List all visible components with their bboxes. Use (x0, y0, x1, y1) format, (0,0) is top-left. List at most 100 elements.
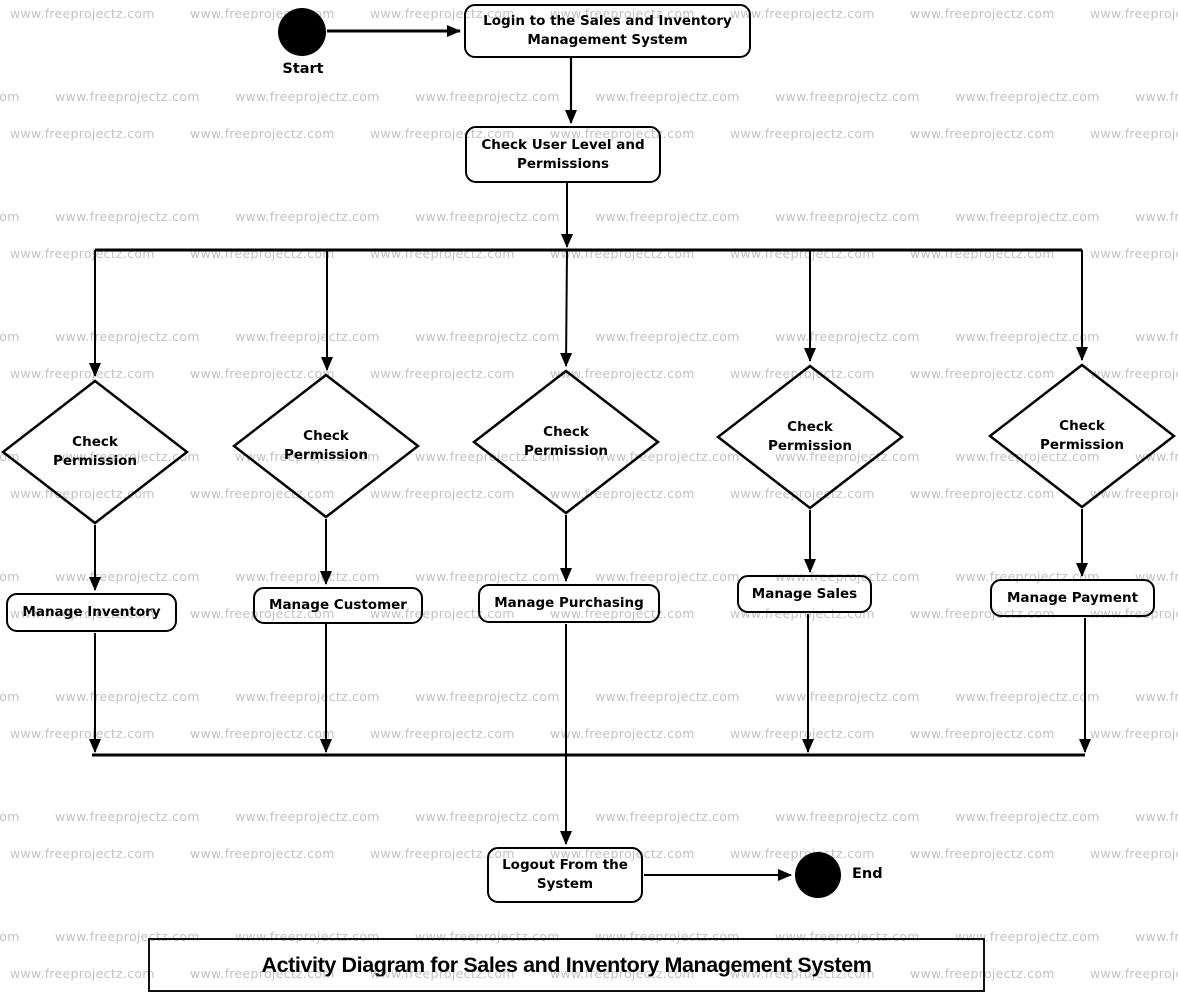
watermark-text: www.freeprojectz.com (235, 809, 380, 824)
decision2-line1: Check (303, 428, 349, 444)
action-login: Login to the Sales and Inventory Managem… (464, 4, 751, 58)
end-label: End (852, 866, 883, 882)
watermark-text: www.freeprojectz.com (1135, 929, 1178, 944)
action-manage-purchasing: Manage Purchasing (478, 584, 660, 623)
action-manage-sales: Manage Sales (737, 575, 872, 613)
watermark-text: www.freeprojectz.com (55, 449, 200, 464)
watermark-text: www.freeprojectz.com (595, 809, 740, 824)
watermark-text: www.freeprojectz.com (1135, 809, 1178, 824)
action-check-user-line1: Check User Level and (481, 136, 645, 153)
watermark-text: www.freeprojectz.com (730, 6, 875, 21)
watermark-text: www.freeprojectz.com (775, 689, 920, 704)
watermark-text: www.freeprojectz.com (550, 846, 695, 861)
decision3-line1: Check (543, 424, 589, 440)
watermark-text: www.freeprojectz.com (1090, 366, 1178, 381)
watermark-text: www.freeprojectz.com (0, 809, 20, 824)
action-logout: Logout From the System (487, 847, 643, 903)
watermark-text: www.freeprojectz.com (910, 606, 1055, 621)
watermark-text: www.freeprojectz.com (910, 966, 1055, 981)
watermark-text: www.freeprojectz.com (595, 209, 740, 224)
watermark-text: www.freeprojectz.com (10, 486, 155, 501)
watermark-text: www.freeprojectz.com (730, 126, 875, 141)
watermark-text: www.freeprojectz.com (0, 89, 20, 104)
watermark-text: www.freeprojectz.com (730, 726, 875, 741)
decision-check-permission-1: Check Permission (1, 379, 189, 525)
watermark-text: www.freeprojectz.com (1135, 209, 1178, 224)
watermark-text: www.freeprojectz.com (190, 846, 335, 861)
watermark-text: www.freeprojectz.com (10, 726, 155, 741)
watermark-text: www.freeprojectz.com (775, 329, 920, 344)
watermark-text: www.freeprojectz.com (0, 329, 20, 344)
watermark-text: www.freeprojectz.com (370, 126, 515, 141)
watermark-text: www.freeprojectz.com (955, 809, 1100, 824)
edge-fork-decision-3 (560, 249, 573, 367)
action-manage-customer: Manage Customer (253, 587, 423, 624)
end-node (795, 852, 841, 898)
watermark-text: www.freeprojectz.com (370, 486, 515, 501)
watermark-text: www.freeprojectz.com (910, 846, 1055, 861)
action-manage-customer-label: Manage Customer (269, 597, 407, 613)
watermark-text: www.freeprojectz.com (595, 89, 740, 104)
watermark-text: www.freeprojectz.com (235, 449, 380, 464)
watermark-text: www.freeprojectz.com (910, 126, 1055, 141)
watermark-text: www.freeprojectz.com (190, 126, 335, 141)
watermark-text: www.freeprojectz.com (235, 569, 380, 584)
watermark-text: www.freeprojectz.com (235, 209, 380, 224)
action-manage-purchasing-label: Manage Purchasing (494, 595, 644, 611)
watermark-text: www.freeprojectz.com (550, 726, 695, 741)
decision1-line2: Permission (53, 453, 137, 469)
watermark-text: www.freeprojectz.com (0, 929, 20, 944)
watermark-text: www.freeprojectz.com (775, 809, 920, 824)
watermark-text: www.freeprojectz.com (10, 6, 155, 21)
decision1-line1: Check (72, 434, 118, 450)
watermark-text: www.freeprojectz.com (235, 929, 380, 944)
watermark-text: www.freeprojectz.com (55, 329, 200, 344)
watermark-text: www.freeprojectz.com (415, 449, 560, 464)
watermark-text: www.freeprojectz.com (910, 6, 1055, 21)
action-check-user-level: Check User Level and Permissions (465, 126, 661, 183)
watermark-text: www.freeprojectz.com (235, 89, 380, 104)
decision-diamond-shape (1, 379, 189, 525)
decision-check-permission-3: Check Permission (472, 369, 660, 515)
watermark-text: www.freeprojectz.com (415, 209, 560, 224)
watermark-text: www.freeprojectz.com (730, 486, 875, 501)
watermark-text: www.freeprojectz.com (415, 689, 560, 704)
action-login-line2: Management System (527, 32, 688, 48)
watermark-text: www.freeprojectz.com (595, 689, 740, 704)
watermark-text: www.freeprojectz.com (55, 809, 200, 824)
title-box: Activity Diagram for Sales and Inventory… (148, 938, 985, 992)
watermark-text: www.freeprojectz.com (550, 366, 695, 381)
watermark-text: www.freeprojectz.com (190, 726, 335, 741)
action-logout-line1: Logout From the (502, 857, 628, 873)
watermark-text: www.freeprojectz.com (955, 449, 1100, 464)
action-login-line1: Login to the Sales and Inventory (483, 13, 732, 29)
watermark-text: www.freeprojectz.com (10, 606, 155, 621)
watermark-text: www.freeprojectz.com (415, 89, 560, 104)
watermark-text: www.freeprojectz.com (10, 366, 155, 381)
action-manage-sales-label: Manage Sales (751, 585, 858, 602)
decision-diamond-shape (988, 363, 1176, 509)
decision-check-permission-5: Check Permission (988, 363, 1176, 509)
watermark-text: www.freeprojectz.com (1090, 846, 1178, 861)
watermark-text: www.freeprojectz.com (1090, 606, 1178, 621)
decision3-line2: Permission (524, 443, 608, 459)
watermark-text: www.freeprojectz.com (10, 126, 155, 141)
watermark-text: www.freeprojectz.com (55, 689, 200, 704)
watermark-text: www.freeprojectz.com (730, 606, 875, 621)
watermark-text: www.freeprojectz.com (0, 209, 20, 224)
watermark-text: www.freeprojectz.com (370, 366, 515, 381)
watermark-text: www.freeprojectz.com (955, 929, 1100, 944)
watermark-text: www.freeprojectz.com (370, 726, 515, 741)
diagram-title: Activity Diagram for Sales and Inventory… (261, 952, 872, 977)
decision2-line2: Permission (284, 447, 368, 463)
start-node (278, 8, 326, 56)
decision-diamond-shape (232, 373, 420, 519)
watermark-text: www.freeprojectz.com (55, 209, 200, 224)
decision-diamond-shape (472, 369, 660, 515)
watermark-text: www.freeprojectz.com (955, 89, 1100, 104)
action-manage-payment: Manage Payment (990, 579, 1155, 617)
watermark-text: www.freeprojectz.com (1090, 966, 1178, 981)
watermark-text: www.freeprojectz.com (955, 329, 1100, 344)
watermark-text: www.freeprojectz.com (190, 966, 335, 981)
